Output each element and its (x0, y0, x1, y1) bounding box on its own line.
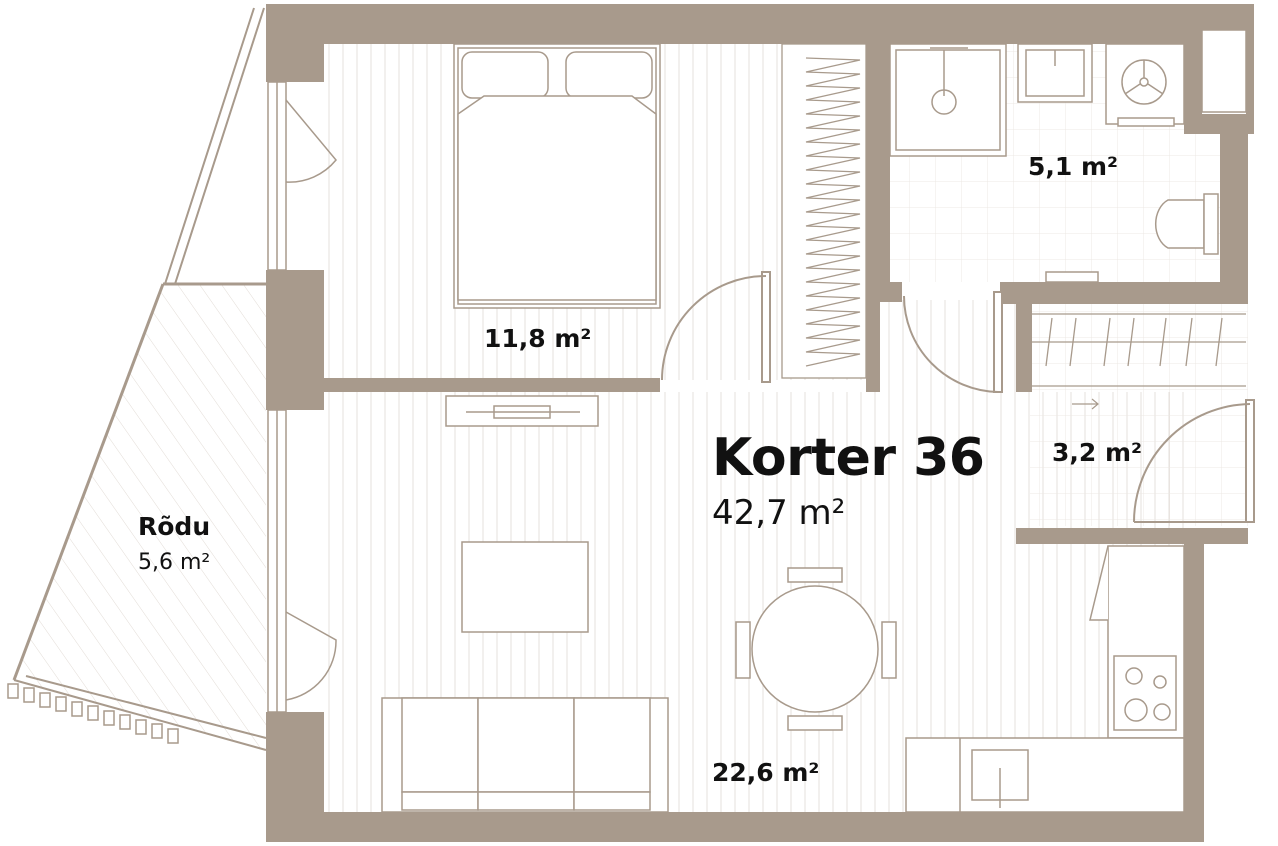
doors (661, 271, 1255, 523)
living-furniture (381, 395, 669, 813)
balcony-area-label: 5,6 m² (138, 550, 211, 575)
bathroom-fixtures (889, 43, 1219, 283)
apartment-title: Korter 36 (712, 428, 985, 488)
living-area-label: 22,6 m² (712, 758, 820, 787)
balcony-name-label: Rõdu (138, 512, 211, 541)
walls (266, 4, 1254, 842)
storage-area-label: 3,2 m² (1052, 438, 1142, 467)
bathroom-area-label: 5,1 m² (1028, 152, 1118, 181)
apartment-total-area: 42,7 m² (712, 493, 846, 533)
wardrobe (781, 43, 867, 379)
dining-table (735, 567, 897, 731)
bedroom-area-label: 11,8 m² (484, 324, 592, 353)
balcony (7, 7, 267, 751)
bed (453, 43, 661, 309)
storage-shelves (1032, 313, 1246, 387)
windows (267, 29, 1247, 713)
kitchen-fixtures (905, 545, 1185, 813)
